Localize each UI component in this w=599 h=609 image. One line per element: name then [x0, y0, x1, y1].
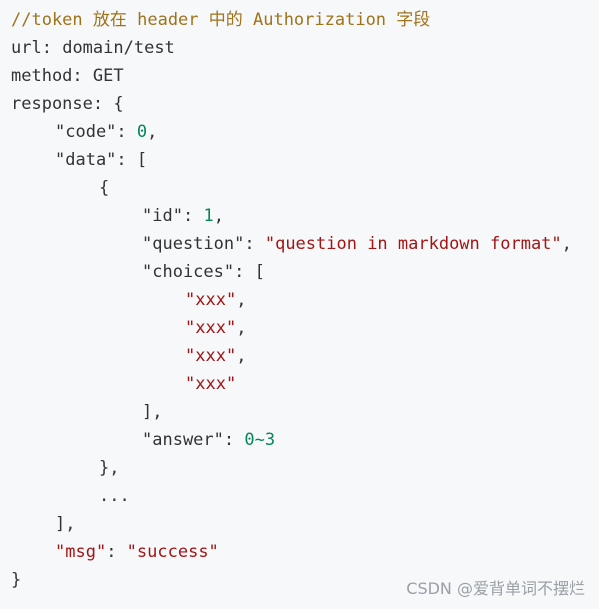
url-key: url: [11, 38, 42, 58]
code-line-method: method: GET: [11, 66, 124, 86]
msg-value: "success": [126, 542, 219, 562]
code-line-data-close: ],: [55, 514, 76, 534]
code-line-code: "code": 0,: [55, 122, 158, 142]
code-line-object-close: },: [99, 458, 120, 478]
method-key: method: [11, 66, 73, 86]
id-value: 1: [203, 206, 214, 226]
ellipsis-text: ...: [99, 486, 130, 506]
csdn-watermark: CSDN @爱背单词不摆烂: [406, 579, 585, 598]
choice-value: "xxx": [185, 318, 237, 338]
code-line-msg: "msg": "success": [55, 542, 219, 562]
code-line-url: url: domain/test: [11, 38, 175, 58]
question-value: "question in markdown format": [264, 234, 562, 254]
code-line-comment: //token 放在 header 中的 Authorization 字段: [11, 6, 599, 34]
answer-key: "answer": [142, 430, 224, 450]
code-line-object-open: {: [99, 178, 110, 198]
code-line-response-close: }: [11, 570, 22, 590]
data-key: "data": [55, 150, 117, 170]
code-line-choice: "xxx": [11, 370, 599, 398]
choice-value: "xxx": [185, 374, 237, 394]
code-line-choice: "xxx",: [185, 318, 247, 338]
code-line-choices-close: ],: [142, 402, 163, 422]
code-line-data: "data": [: [55, 150, 148, 170]
choice-value: "xxx": [185, 346, 237, 366]
code-line-response: response: {: [11, 94, 124, 114]
code-value: 0: [136, 122, 148, 142]
choices-key: "choices": [142, 262, 235, 282]
method-value: GET: [92, 66, 124, 86]
id-key: "id": [142, 206, 183, 226]
code-line-choice: "xxx",: [185, 290, 247, 310]
code-line-choices: "choices": [: [142, 262, 265, 282]
code-key: "code": [55, 122, 117, 142]
answer-value: 0~3: [244, 430, 276, 450]
code-line-question: "question": "question in markdown format…: [142, 234, 572, 254]
code-line-answer: "answer": 0~3: [142, 430, 276, 450]
code-line-choice: "xxx",: [185, 346, 247, 366]
choice-value: "xxx": [185, 290, 237, 310]
code-line-ellipsis: ...: [11, 482, 599, 510]
msg-key: "msg": [55, 542, 107, 562]
comment-text: //token 放在 header 中的 Authorization 字段: [11, 10, 431, 30]
response-key: response: [11, 94, 93, 114]
code-line-id: "id": 1,: [142, 206, 224, 226]
url-value: domain/test: [62, 38, 175, 58]
question-key: "question": [142, 234, 245, 254]
